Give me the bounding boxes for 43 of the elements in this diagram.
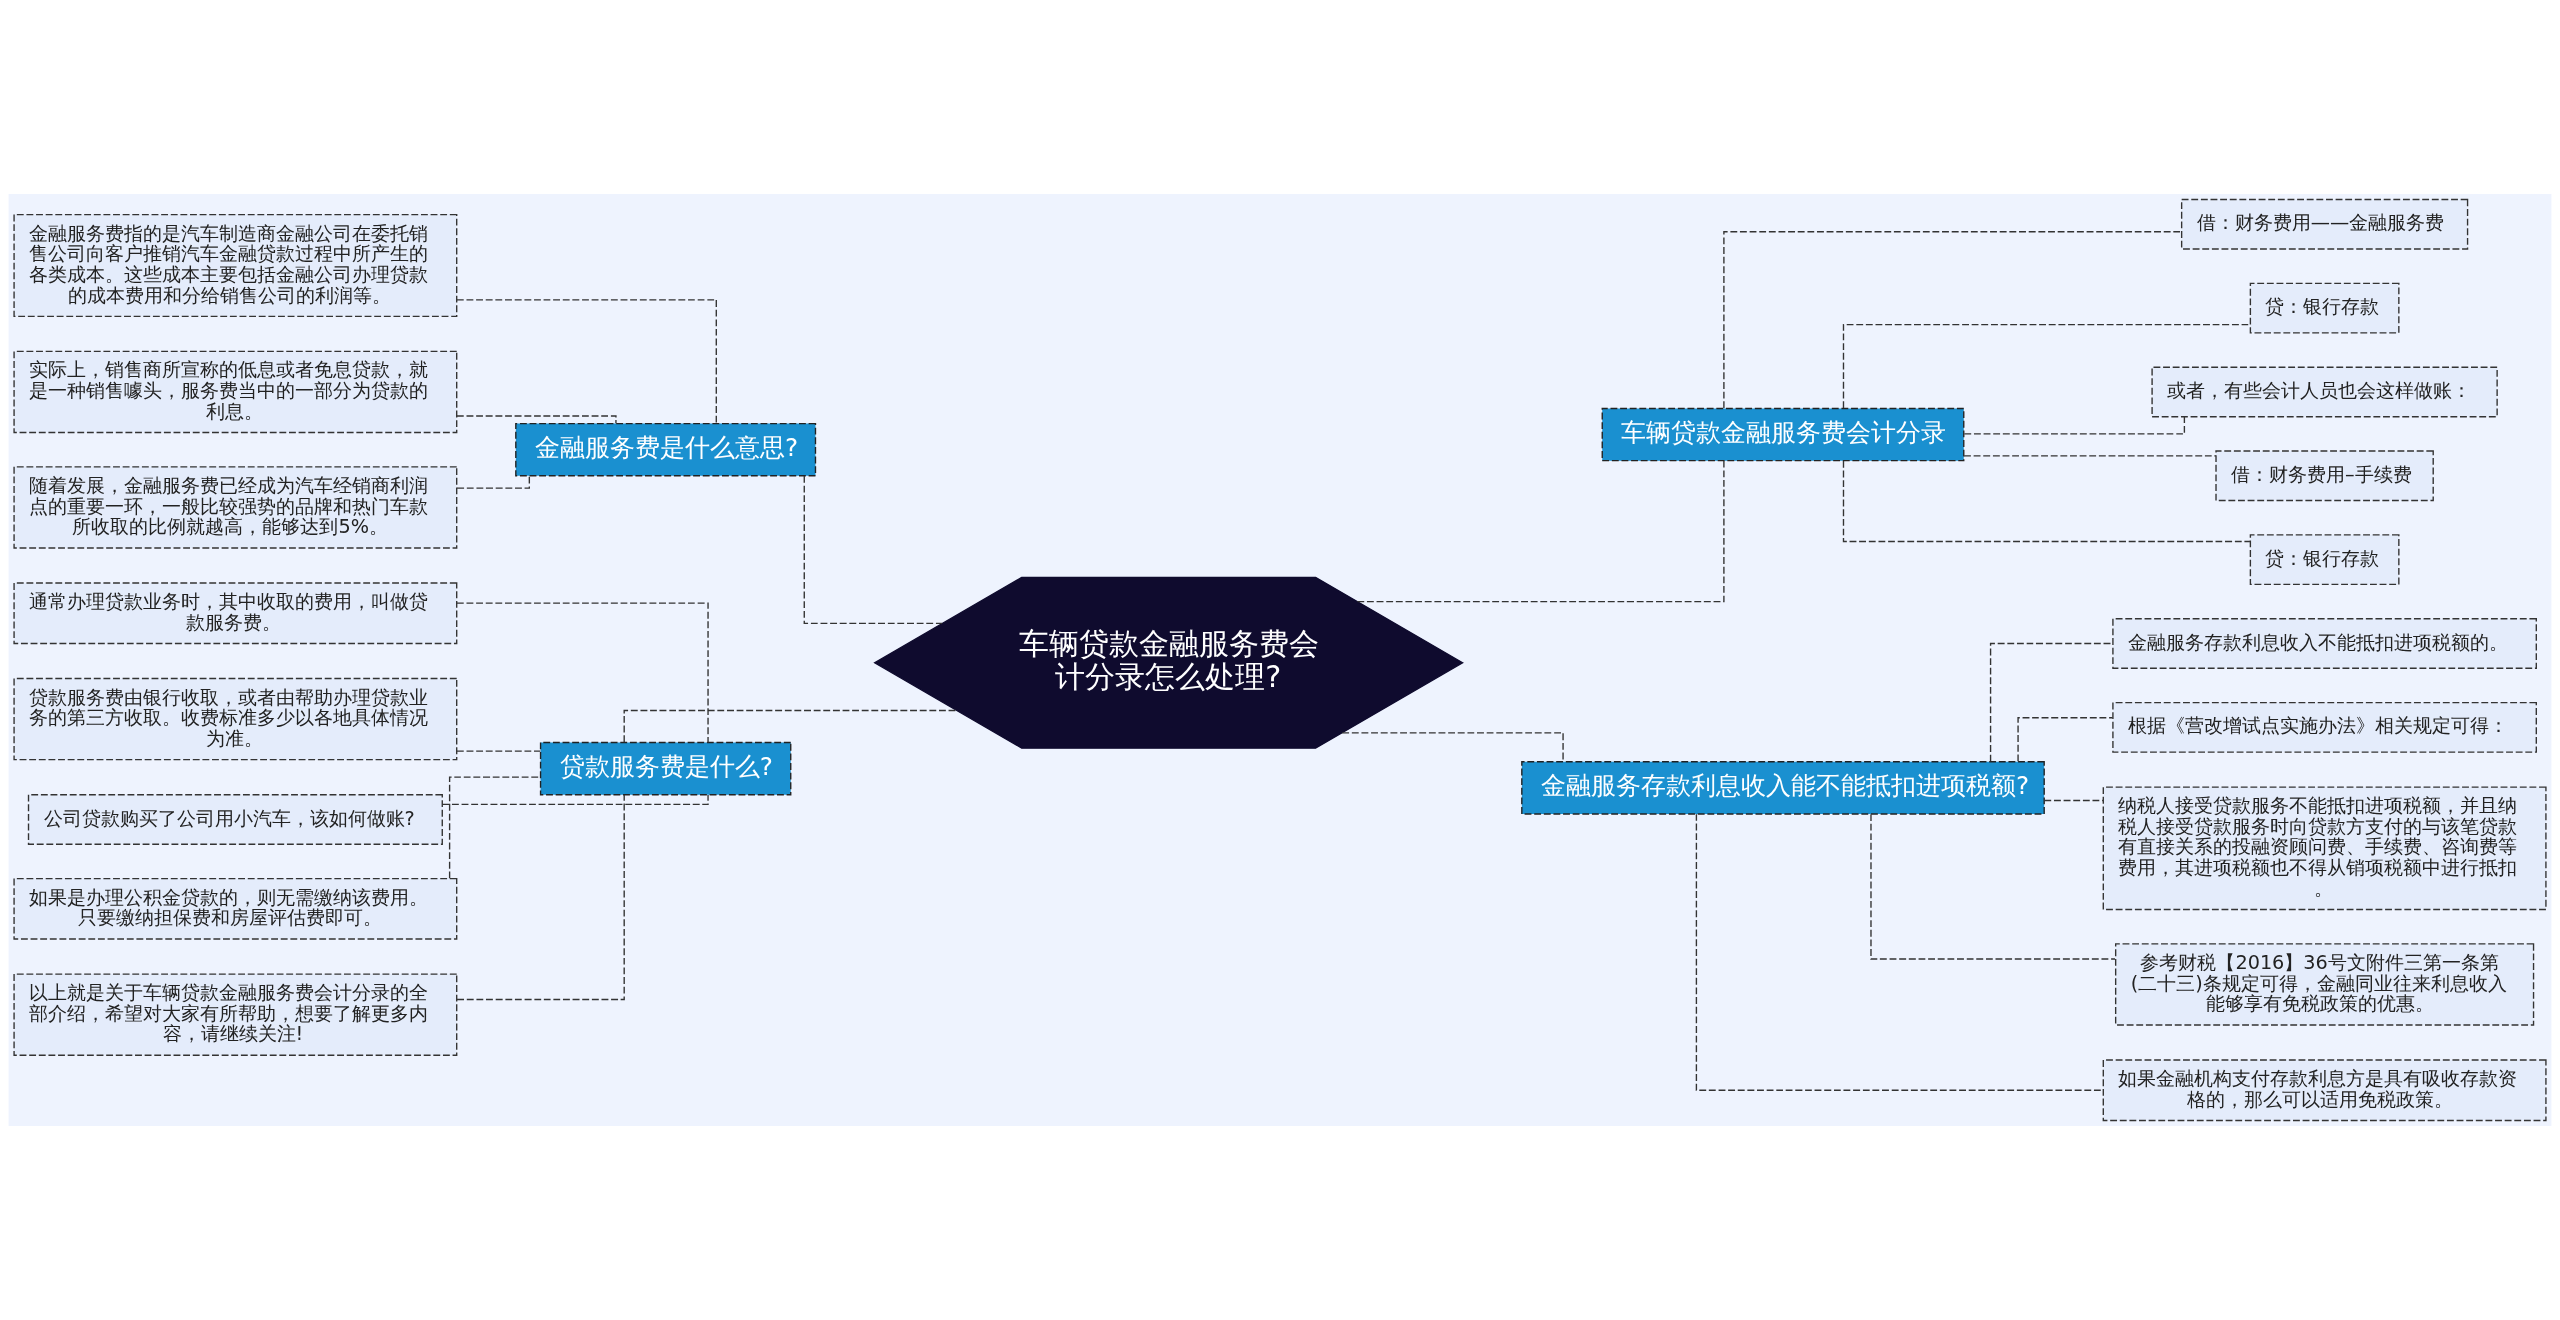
node-box: 金融服务费是什么意思? bbox=[515, 422, 817, 477]
connector bbox=[456, 794, 625, 1001]
connector bbox=[1695, 813, 2104, 1091]
node-box: 金融服务费指的是汽车制造商金融公司在委托销售公司向客户推销汽车金融贷款过程中所产生的各类成本。这些成本主要包括金融公司办理贷款的成本费用和分给销售公司的利润等。 bbox=[13, 213, 458, 318]
node-box: 车辆贷款金融服务费会计分录 bbox=[1601, 407, 1965, 462]
connector bbox=[441, 794, 709, 806]
node-box: 贷款服务费由银行收取，或者由帮助办理贷款业务的第三方收取。收费标准多少以各地具体情况为准。 bbox=[13, 677, 458, 761]
connector bbox=[456, 750, 541, 752]
node-box: 如果金融机构支付存款利息方是具有吸收存款资格的，那么可以适用免税政策。 bbox=[2102, 1059, 2547, 1122]
node-box: 公司贷款购买了公司用小汽车，该如何做账? bbox=[27, 794, 443, 845]
node-box: 贷款服务费是什么? bbox=[539, 741, 792, 796]
connector bbox=[456, 415, 617, 424]
connector bbox=[1842, 460, 2251, 543]
connector bbox=[1723, 231, 2183, 409]
connector bbox=[456, 475, 531, 489]
node-box: 纳税人接受贷款服务不能抵扣进项税额，并且纳税人接受贷款服务时向贷款方支付的与该笔贷款有直接关系的投融资顾问费、手续费、咨询费等费用，其进项税额也不得从销项税额中进行抵扣。 bbox=[2102, 786, 2547, 911]
node-box: 金融服务存款利息收入不能抵扣进项税额的。 bbox=[2112, 618, 2537, 669]
node-box: 以上就是关于车辆贷款金融服务费会计分录的全部介绍，希望对大家有所帮助，想要了解更多内容，请继续关注! bbox=[13, 973, 458, 1056]
connector bbox=[803, 475, 943, 625]
node-box: 贷：银行存款 bbox=[2249, 534, 2400, 586]
node-box: 参考财税【2016】36号文附件三第一条第(二十三)条规定可得，金融同业往来利息收入能够享有免税政策的优惠。 bbox=[2115, 943, 2535, 1026]
connector bbox=[1963, 416, 2186, 435]
connector bbox=[456, 602, 709, 744]
connector bbox=[1963, 455, 2217, 457]
connector bbox=[1870, 813, 2116, 960]
node-box: 实际上，销售商所宣称的低息或者免息贷款，就是一种销售噱头，服务费当中的一部分为贷款的利息。 bbox=[13, 350, 458, 434]
node-box: 贷：银行存款 bbox=[2249, 282, 2400, 334]
connector bbox=[448, 776, 541, 879]
connector bbox=[456, 299, 717, 424]
connector bbox=[623, 709, 958, 743]
connector bbox=[1356, 460, 1725, 603]
node-box: 根据《营改增试点实施办法》相关规定可得： bbox=[2112, 701, 2537, 753]
connector bbox=[2043, 799, 2104, 802]
node-box: 如果是办理公积金贷款的，则无需缴纳该费用。只要缴纳担保费和房屋评估费即可。 bbox=[13, 877, 458, 940]
node-box: 借：财务费用–手续费 bbox=[2215, 450, 2434, 502]
node-box: 随着发展，金融服务费已经成为汽车经销商利润点的重要一环，一般比较强势的品牌和热门车款所收取的比例就越高，能够达到5%。 bbox=[13, 466, 458, 549]
connector bbox=[1842, 323, 2251, 409]
connector bbox=[1989, 642, 2114, 763]
node-box: 借：财务费用——金融服务费 bbox=[2180, 198, 2469, 250]
node-box: 或者，有些会计人员也会这样做账： bbox=[2151, 366, 2498, 418]
node-box: 金融服务存款利息收入能不能抵扣进项税额? bbox=[1521, 761, 2045, 815]
connector bbox=[2017, 717, 2114, 763]
node-box: 通常办理贷款业务时，其中收取的费用，叫做贷款服务费。 bbox=[13, 582, 458, 645]
